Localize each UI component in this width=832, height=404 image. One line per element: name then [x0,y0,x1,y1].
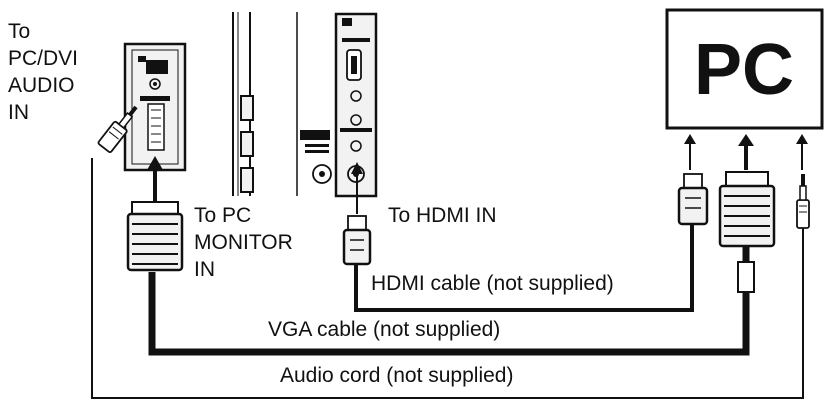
hdmi-cable-label: HDMI cable (not supplied) [371,272,614,295]
hdmi-in-label: To HDMI IN [388,204,497,227]
pc-dvi-audio-line-3: AUDIO [8,74,75,97]
audio-cord-label: Audio cord (not supplied) [280,364,514,387]
pc-monitor-line-3: IN [194,258,215,281]
pc-label: PC [694,30,794,110]
pc-dvi-audio-in-label: To PC/DVI AUDIO IN [8,18,78,126]
hdmi-cable [342,162,709,312]
pc-monitor-line-2: MONITOR [194,231,293,254]
pc-monitor-in-label: To PC MONITOR IN [194,202,293,283]
pc-monitor-line-1: To PC [194,204,252,227]
pc-dvi-audio-line-1: To [8,20,31,43]
vga-cable-label: VGA cable (not supplied) [268,318,501,341]
tv-hdmi-input-panel [296,12,378,198]
tv-pc-input-panel [123,42,187,172]
pc-dvi-audio-line-4: IN [8,101,29,124]
pc-box: PC [665,8,824,130]
audio-cord [91,105,810,399]
tv-side-buttons [232,12,254,196]
pc-arrows [684,134,808,170]
vga-cable [126,156,776,356]
pc-dvi-audio-line-2: PC/DVI [8,47,79,70]
